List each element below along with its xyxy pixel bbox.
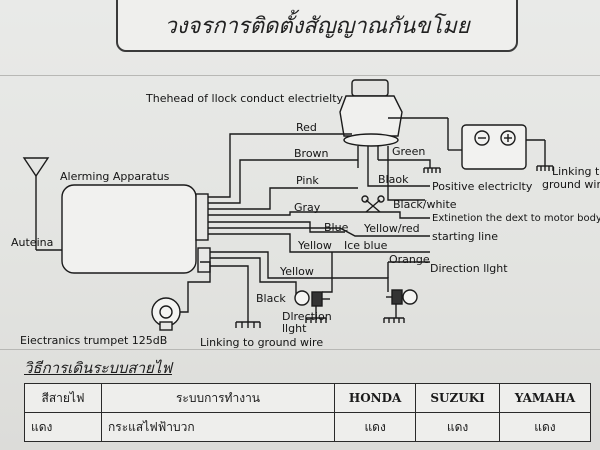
wire-red-label: Red xyxy=(296,121,317,134)
battery-ground-label-1: Linking to xyxy=(552,165,600,178)
wire-blue-label: Blue xyxy=(324,221,349,234)
col-yamaha: YAMAHA xyxy=(498,383,592,413)
trumpet-label: Eiectranics trumpet 125dB xyxy=(20,334,167,347)
direction-light-right-icon xyxy=(383,289,418,323)
wire-pink-label: Pink xyxy=(296,174,319,187)
wire-black-label: Blaok xyxy=(378,173,409,186)
wire-green-label: Green xyxy=(392,145,425,158)
alarm-apparatus xyxy=(61,184,197,274)
col-suzuki: SUZUKI xyxy=(415,383,500,413)
battery-icon xyxy=(461,124,527,170)
wire-ice-blue-label: Ice blue xyxy=(344,239,388,252)
col-wire-color: สีสายไฟ xyxy=(24,383,102,413)
extinction-label: Extinetion the dext to motor body xyxy=(432,213,600,224)
direction-light-left-icon xyxy=(294,290,330,323)
col-honda: HONDA xyxy=(333,383,417,413)
cell-yamaha: แดง xyxy=(498,412,592,442)
page-title: วงจรการติดตั้งสัญญาณกันขโมย xyxy=(164,14,470,39)
wire-brown-label: Brown xyxy=(294,147,329,160)
ground-label: Linking to ground wire xyxy=(200,336,323,349)
antenna-icon xyxy=(22,157,50,178)
antenna-label: Auteina xyxy=(11,236,53,249)
col-function: ระบบการทำงาน xyxy=(101,383,335,413)
wire-black-2-label: Black xyxy=(256,292,286,305)
wire-yellow-label: Yellow xyxy=(297,239,332,252)
direction-light-right-label: Direction llght xyxy=(430,262,508,275)
section-title: วิธีการเดินระบบสายไฟ xyxy=(24,359,172,377)
positive-label: Positive electriclty xyxy=(432,180,533,193)
battery-ground-label-2: ground wire xyxy=(542,178,600,191)
trumpet-icon xyxy=(151,297,181,331)
title-box: วงจรการติดตั้งสัญญาณกันขโมย xyxy=(116,0,518,52)
cell-function: กระแสไฟฟ้าบวก xyxy=(101,412,335,442)
cell-suzuki: แดง xyxy=(415,412,500,442)
cell-wire-color: แดง xyxy=(24,412,102,442)
alarm-apparatus-label: Alerming Apparatus xyxy=(60,170,170,183)
wire-black-white-label: Black/white xyxy=(393,198,457,211)
wire-gray-label: Gray xyxy=(294,201,321,214)
divider-top xyxy=(0,75,600,76)
direction-light-left-label-2: llght xyxy=(282,322,307,335)
starting-line-label: starting line xyxy=(432,230,498,243)
direction-light-left-label-1: Dlrection xyxy=(282,310,332,323)
table-row: แดง กระแสไฟฟ้าบวก แดง แดง แดง xyxy=(24,412,592,442)
wire-yellow-2-label: Yellow xyxy=(279,265,314,278)
wire-yellow-red-label: Yellow/red xyxy=(363,222,420,235)
divider-bottom xyxy=(0,349,600,350)
wiring-table: สีสายไฟ ระบบการทำงาน HONDA SUZUKI YAMAHA… xyxy=(24,383,592,442)
lock-head-icon xyxy=(351,79,389,97)
cell-honda: แดง xyxy=(333,412,417,442)
wire-orange-label: Orange xyxy=(389,253,430,266)
lock-head-label: Thehead of llock conduct electrielty xyxy=(145,92,344,105)
table-header-row: สีสายไฟ ระบบการทำงาน HONDA SUZUKI YAMAHA xyxy=(24,383,592,413)
